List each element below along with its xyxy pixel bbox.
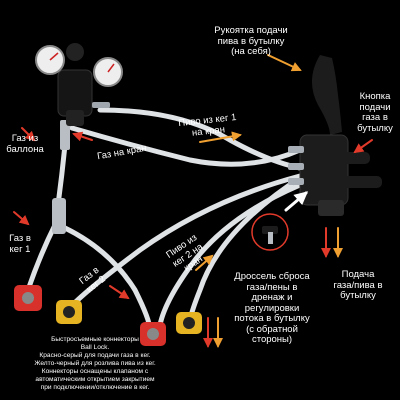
arrow-button xyxy=(353,139,373,154)
label-button: Кнопка подачи газа в бутылку xyxy=(357,91,393,134)
connector-beer-keg2 xyxy=(176,312,202,334)
throttle-valve xyxy=(251,213,289,251)
filling-gun xyxy=(288,55,382,216)
arrow-beer-keg1-to-tap xyxy=(199,131,242,143)
hose-to-keg2-gas xyxy=(62,225,153,333)
connector-beer-keg1 xyxy=(56,300,82,324)
label-throttle: Дроссель сброса газа/пены в дренаж и рег… xyxy=(234,271,310,345)
label-handle: Рукоятка подачи пива в бутылку (на себя) xyxy=(214,25,288,57)
gas-manifold xyxy=(52,120,70,234)
arrow-beer-keg2-to-tap xyxy=(195,254,214,271)
label-gas-to-keg1: Газ в кег 1 xyxy=(9,233,31,255)
hose-to-keg1-beer xyxy=(65,173,303,313)
ball-lock-connectors xyxy=(14,285,202,346)
annotation-arrows xyxy=(13,54,373,348)
arrow-throttle-white xyxy=(284,191,309,212)
arrow-gas-to-keg2 xyxy=(109,285,130,300)
connector-gas-keg1 xyxy=(14,285,42,311)
connector-gas-keg2 xyxy=(140,322,166,346)
arrow-handle xyxy=(267,54,302,72)
label-gas-from-cylinder: Газ из баллона xyxy=(6,133,44,155)
arrow-gas-to-keg1 xyxy=(13,211,30,226)
label-supply: Подача газа/пива в бутылку xyxy=(333,269,383,301)
arrow-gas-to-tap xyxy=(72,131,93,142)
hose-beer-keg2 xyxy=(187,175,303,323)
footnote-ball-lock: Быстросъемные коннекторы Ball Lock. Крас… xyxy=(34,336,156,391)
gas-regulator xyxy=(35,43,123,126)
hose-gas-in xyxy=(55,142,68,208)
arrow-gas-from-cylinder xyxy=(21,127,36,142)
